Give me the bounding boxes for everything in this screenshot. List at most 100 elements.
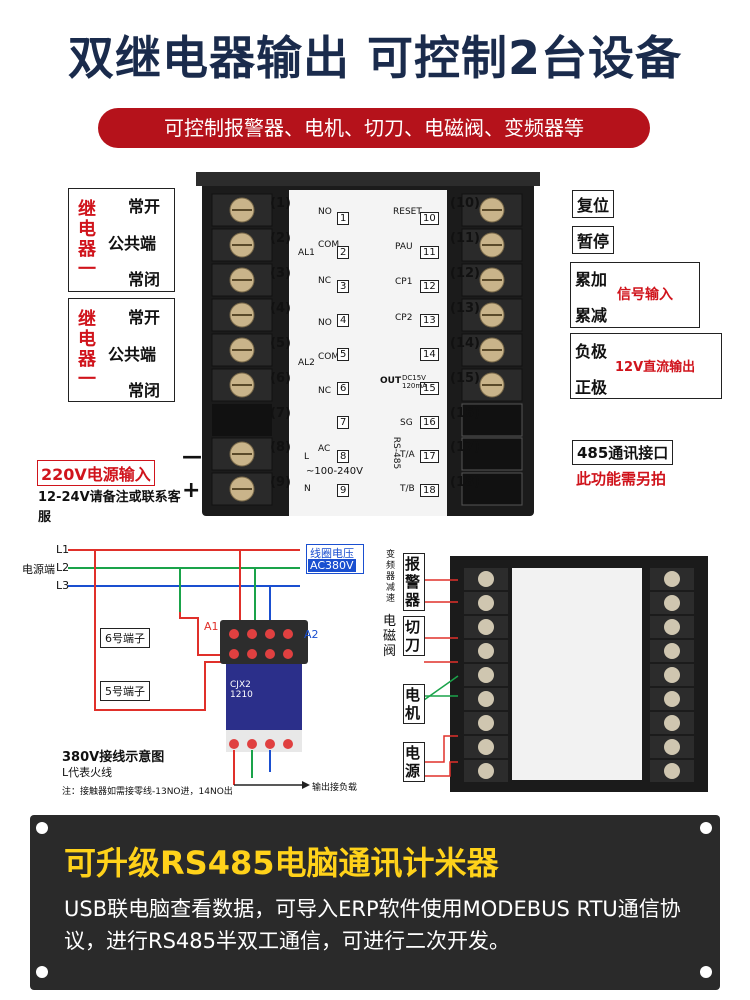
device-screw <box>664 643 680 659</box>
terminal5-label: 5号端子 <box>100 681 150 701</box>
card-number-left: 8 <box>337 450 350 463</box>
rs485-port-label: 485通讯接口 <box>572 440 674 465</box>
pause-label: 暂停 <box>572 226 615 254</box>
left-blank-7 <box>212 404 272 436</box>
card-number-right: 18 <box>420 484 439 497</box>
contactor-model: CJX2 1210 <box>230 680 253 700</box>
device-connection-diagram <box>450 556 708 792</box>
device-screw <box>664 595 680 611</box>
relay-label-3: 常闭 <box>128 270 161 289</box>
right-blank-17 <box>461 437 523 471</box>
card-al2: AL2 <box>298 358 315 368</box>
a2-label: A2 <box>304 628 319 641</box>
card-number-left: 3 <box>337 280 350 293</box>
card-nc-2: NC <box>318 386 332 396</box>
terminal-number-left: (9) <box>270 475 291 490</box>
terminal-number-right: (15) <box>450 371 480 386</box>
card-number-left: 5 <box>337 348 350 361</box>
card-ac: AC <box>318 444 331 454</box>
card-number-left: 7 <box>337 416 350 429</box>
card-number-right: 13 <box>420 314 439 327</box>
screw-dot-bl <box>36 966 48 978</box>
relay-label-4: 常开 <box>128 308 161 327</box>
line-l3: L3 <box>56 579 70 592</box>
page-title: 双继电器输出 可控制2台设备 <box>67 31 683 85</box>
terminal-number-right: (14) <box>450 336 480 351</box>
device-screw <box>478 715 494 731</box>
card-voltage: ~100-240V <box>306 466 364 477</box>
device-screw <box>664 691 680 707</box>
device-screw <box>478 739 494 755</box>
terminal-number-right: (10) <box>450 196 480 211</box>
device-screw <box>664 571 680 587</box>
device-screw <box>664 667 680 683</box>
device-screw <box>664 619 680 635</box>
screw-dot-tr <box>700 822 712 834</box>
terminal-number-left: (8) <box>270 440 291 455</box>
power-device: 电源 <box>403 742 425 782</box>
terminal-number-left: (5) <box>270 336 291 351</box>
card-com-1: COM <box>318 240 340 250</box>
alarm-device: 报警器 <box>403 553 425 611</box>
device-wires <box>423 579 459 777</box>
device-screw <box>664 763 680 779</box>
reset-label: 复位 <box>572 190 615 218</box>
device-screw <box>478 691 494 707</box>
coil-voltage-value: AC380V <box>308 559 356 572</box>
card-al1: AL1 <box>298 248 315 258</box>
rs485-banner-desc: USB联电脑查看数据，可导入ERP软件使用MODEBUS RTU通信协议，进行R… <box>64 897 681 953</box>
terminal-number-left: (6) <box>270 371 291 386</box>
terminal6-label: 6号端子 <box>100 628 150 648</box>
terminal-number-left: (1) <box>270 196 291 211</box>
card-com-2: COM <box>318 352 340 362</box>
relay-label-5: 公共端 <box>108 345 157 364</box>
positive-label: 正极 <box>575 378 608 397</box>
relay-label-2: 公共端 <box>108 234 157 253</box>
card-number-left: 6 <box>337 382 350 395</box>
card-n: N <box>304 484 311 494</box>
terminal-number-left: (3) <box>270 266 291 281</box>
signal-input-box <box>570 262 700 328</box>
screw-dot-tl <box>36 822 48 834</box>
negative-label: 负极 <box>575 342 608 361</box>
rs485-banner-title: 可升级RS485电脑通讯计米器 <box>64 844 499 882</box>
device-screw <box>478 595 494 611</box>
card-no-2: NO <box>318 318 332 328</box>
card-no-1: NO <box>318 207 332 217</box>
power-input-label: 220V电源输入 <box>37 460 155 486</box>
card-number-right: 10 <box>420 212 439 225</box>
terminal-number-right: (11) <box>450 231 480 246</box>
terminal-number-right: (17) <box>450 440 480 455</box>
source-label: 电源端 <box>22 563 55 576</box>
card-number-right: 16 <box>420 416 439 429</box>
card-cp1: CP1 <box>395 277 413 287</box>
card-out: OUT <box>380 376 402 386</box>
relay-label-1: 常开 <box>128 197 161 216</box>
output-load-label: 输出接负载 <box>312 783 358 793</box>
terminal-number-right: (16) <box>450 406 480 421</box>
rs485-banner <box>30 815 720 990</box>
motor-device: 电机 <box>403 684 425 724</box>
card-number-right: 15 <box>420 382 439 395</box>
relay2-label-box <box>68 298 175 402</box>
device-screw <box>664 715 680 731</box>
card-number-left: 9 <box>337 484 350 497</box>
card-out-spec: DC15V 120mA <box>402 374 427 390</box>
card-sg: SG <box>400 418 413 428</box>
card-tb: T/B <box>400 484 415 494</box>
card-number-left: 2 <box>337 246 350 259</box>
dc-output-label: 12V直流输出 <box>615 360 696 375</box>
minus-label: — <box>182 444 202 468</box>
card-number-right: 17 <box>420 450 439 463</box>
signal-input-label: 信号输入 <box>617 287 673 303</box>
line-l2: L2 <box>56 561 70 574</box>
card-number-right: 11 <box>420 246 439 259</box>
schematic-title: 380V接线示意图 <box>62 750 165 765</box>
relay2-vertical-label: 继电器一 <box>78 309 96 390</box>
right-blank-18 <box>461 472 523 506</box>
coil-voltage-label: 线圈电压 <box>310 547 354 560</box>
dc-output-box <box>570 333 722 399</box>
power-note: 12-24V请备注或联系客服 <box>38 490 181 525</box>
decrement-label: 累减 <box>575 306 608 325</box>
plus-label: + <box>182 478 201 503</box>
